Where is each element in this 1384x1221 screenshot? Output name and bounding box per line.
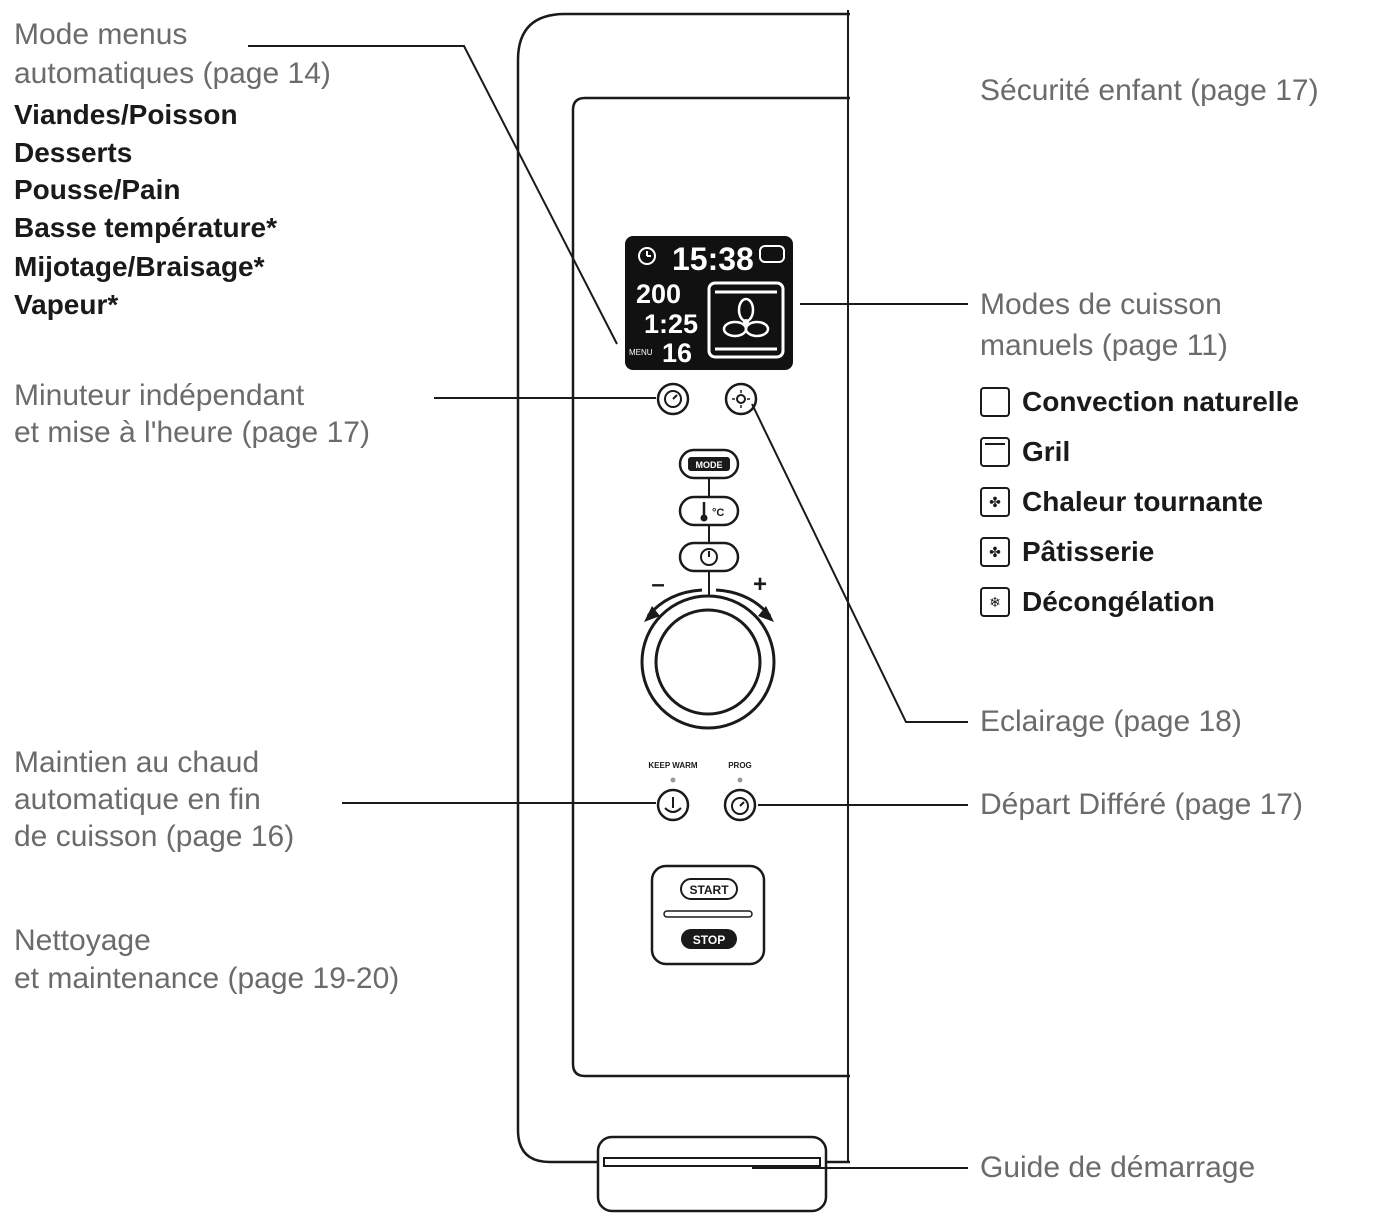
display-temperature: 200 (636, 279, 681, 309)
temperature-button[interactable]: °C (678, 495, 740, 527)
plus-label: + (753, 571, 767, 598)
quick-start-label: Guide de démarrage (980, 1151, 1256, 1184)
lcd-display: 15:38 200 1:25 MENU 16 (625, 236, 793, 370)
timer-label-line2: et mise à l'heure (page 17) (14, 416, 370, 449)
stop-label: STOP (693, 933, 725, 947)
manual-mode-item: Convection naturelle (980, 382, 1299, 422)
delayed-start-button[interactable] (723, 788, 757, 822)
child-safety-label: Sécurité enfant (page 17) (980, 74, 1319, 107)
keep-warm-label-line2: automatique en fin (14, 783, 261, 816)
oven-outline (516, 12, 850, 1164)
manual-mode-item: Gril (980, 432, 1070, 472)
clock-icon (638, 247, 656, 265)
manual-mode-label: Convection naturelle (1022, 386, 1299, 417)
quick-start-guide-tab[interactable] (596, 1135, 828, 1213)
callout-lighting (751, 403, 968, 723)
keep-warm-label-line3: de cuisson (page 16) (14, 820, 295, 853)
mode-button[interactable]: MODE (678, 448, 740, 480)
keep-warm-label: KEEP WARM (648, 761, 698, 770)
cleaning-label-line2: et maintenance (page 19-20) (14, 962, 400, 995)
manual-mode-item: ✤ Pâtisserie (980, 532, 1154, 572)
manual-modes-label-line1: Modes de cuisson (980, 288, 1222, 321)
cleaning-label-line1: Nettoyage (14, 924, 151, 957)
lock-icon (759, 245, 785, 263)
light-button[interactable] (724, 382, 758, 416)
auto-menu-title-line1: Mode menus (14, 18, 188, 51)
fan-heat-icon: ✤ (980, 487, 1010, 517)
display-duration: 1:25 (644, 309, 698, 339)
minus-label: – (651, 571, 664, 598)
auto-menu-item: Pousse/Pain (14, 174, 181, 205)
fan-mode-icon (707, 281, 785, 359)
auto-menu-item: Basse température* (14, 212, 278, 243)
svg-text:°C: °C (712, 507, 724, 519)
manual-mode-label: Décongélation (1022, 586, 1215, 617)
timer-label-line1: Minuteur indépendant (14, 379, 305, 412)
manual-modes-label-line2: manuels (page 11) (980, 329, 1228, 362)
keep-warm-label-line1: Maintien au chaud (14, 746, 260, 779)
auto-menu-item: Desserts (14, 137, 133, 168)
timer-button[interactable] (656, 382, 690, 416)
delayed-start-icon (731, 797, 749, 815)
convection-icon (980, 387, 1010, 417)
manual-mode-label: Gril (1022, 436, 1071, 467)
keep-warm-button[interactable] (656, 788, 690, 822)
auto-menu-title-line2: automatiques (page 14) (14, 57, 331, 90)
start-stop-button[interactable]: START STOP (650, 864, 766, 966)
grill-icon (980, 437, 1010, 467)
control-panel-frame (571, 96, 850, 1078)
delayed-start-label: Départ Différé (page 17) (980, 788, 1303, 821)
display-menu-label: MENU (629, 348, 653, 357)
manual-mode-label: Chaleur tournante (1022, 486, 1264, 517)
display-time: 15:38 (672, 241, 754, 277)
duration-button[interactable] (678, 541, 740, 573)
prog-label: PROG (728, 761, 752, 770)
start-label: START (689, 883, 729, 897)
manual-mode-label: Pâtisserie (1022, 536, 1155, 567)
auto-menu-item: Mijotage/Braisage* (14, 251, 265, 282)
display-menu-number: 16 (662, 338, 692, 368)
pastry-icon: ✤ (980, 537, 1010, 567)
manual-mode-item: ❄ Décongélation (980, 582, 1215, 622)
manual-mode-item: ✤ Chaleur tournante (980, 482, 1263, 522)
control-knob[interactable] (640, 594, 776, 730)
duration-icon (700, 548, 718, 566)
auto-menu-item: Vapeur* (14, 289, 119, 320)
callout-auto-menus (248, 45, 618, 345)
defrost-icon: ❄ (980, 587, 1010, 617)
lighting-label: Eclairage (page 18) (980, 705, 1242, 738)
timer-icon (664, 390, 682, 408)
keep-warm-icon (664, 807, 682, 813)
auto-menu-item: Viandes/Poisson (14, 99, 238, 130)
mode-button-label: MODE (696, 460, 723, 470)
callout-lines (248, 45, 968, 1169)
light-icon (736, 394, 746, 404)
